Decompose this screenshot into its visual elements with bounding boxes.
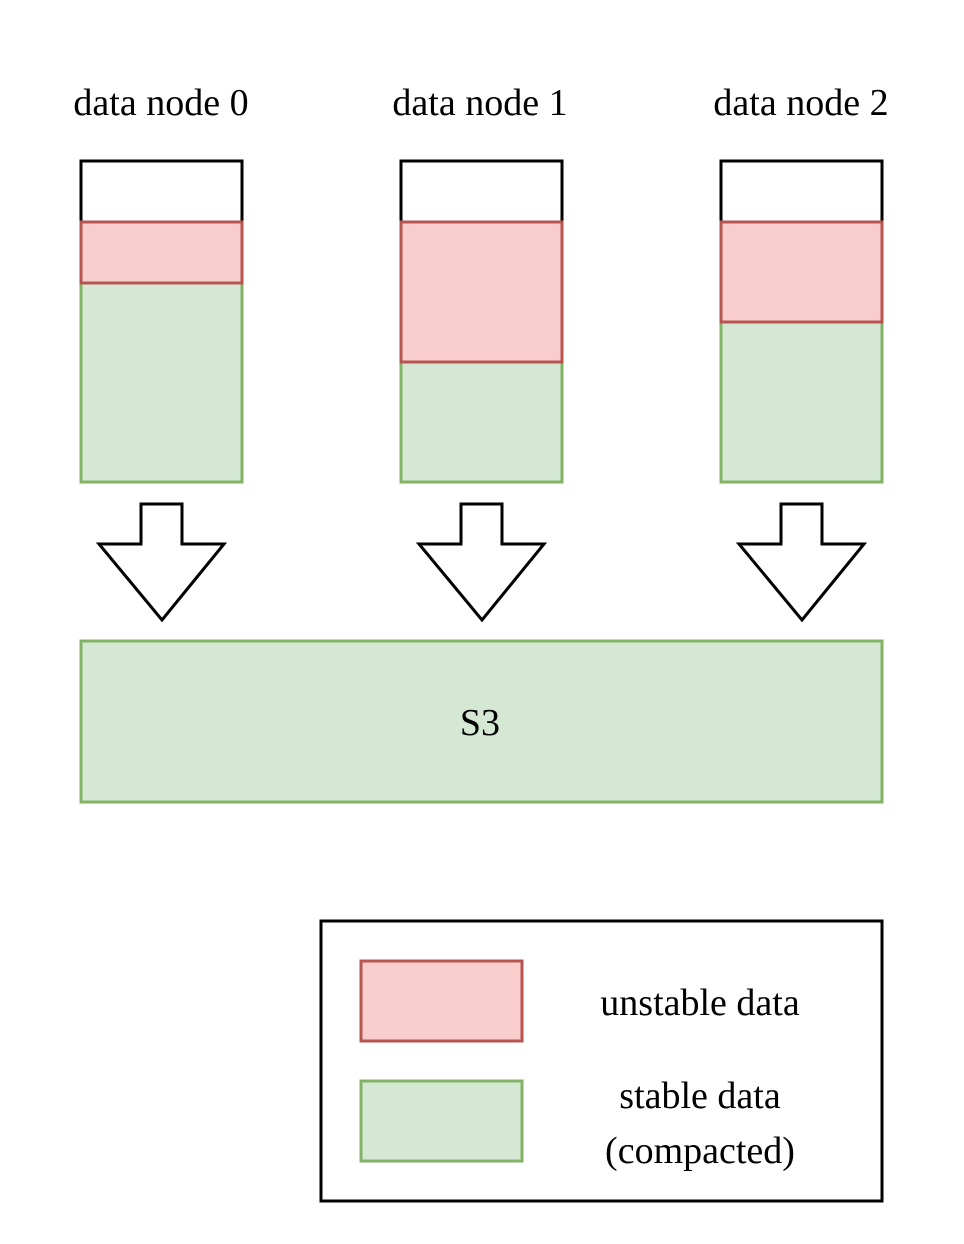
down-arrow-icon <box>735 502 868 623</box>
data-node-0: data node 0 <box>73 82 249 484</box>
data-node-1-free-space <box>399 159 564 224</box>
data-node-1-label: data node 1 <box>392 82 567 124</box>
legend-stable-swatch <box>359 1079 524 1163</box>
data-node-1-unstable-block <box>399 220 564 364</box>
data-node-1: data node 1 <box>392 82 568 484</box>
data-node-2: data node 2 <box>713 82 889 484</box>
data-node-1-stable-block <box>399 360 564 484</box>
legend: unstable data stable data (compacted) <box>319 919 884 1203</box>
legend-unstable-label: unstable data <box>600 982 800 1024</box>
data-node-0-unstable-block <box>79 220 244 285</box>
legend-stable-label-compacted: (compacted) <box>605 1130 795 1172</box>
data-node-2-free-space <box>719 159 884 224</box>
s3-storage-box <box>79 639 884 804</box>
data-node-2-stable-block <box>719 320 884 484</box>
data-node-0-free-space <box>79 159 244 224</box>
down-arrow-icon <box>415 502 548 623</box>
legend-unstable-swatch <box>359 959 524 1043</box>
s3-storage-label: S3 <box>460 702 500 744</box>
legend-stable-label: stable data <box>619 1075 781 1117</box>
data-node-2-label: data node 2 <box>713 82 888 124</box>
data-node-0-label: data node 0 <box>73 82 248 124</box>
s3-storage: S3 <box>79 639 884 804</box>
down-arrow-icon <box>95 502 228 623</box>
data-node-0-stable-block <box>79 281 244 484</box>
data-node-2-unstable-block <box>719 220 884 324</box>
